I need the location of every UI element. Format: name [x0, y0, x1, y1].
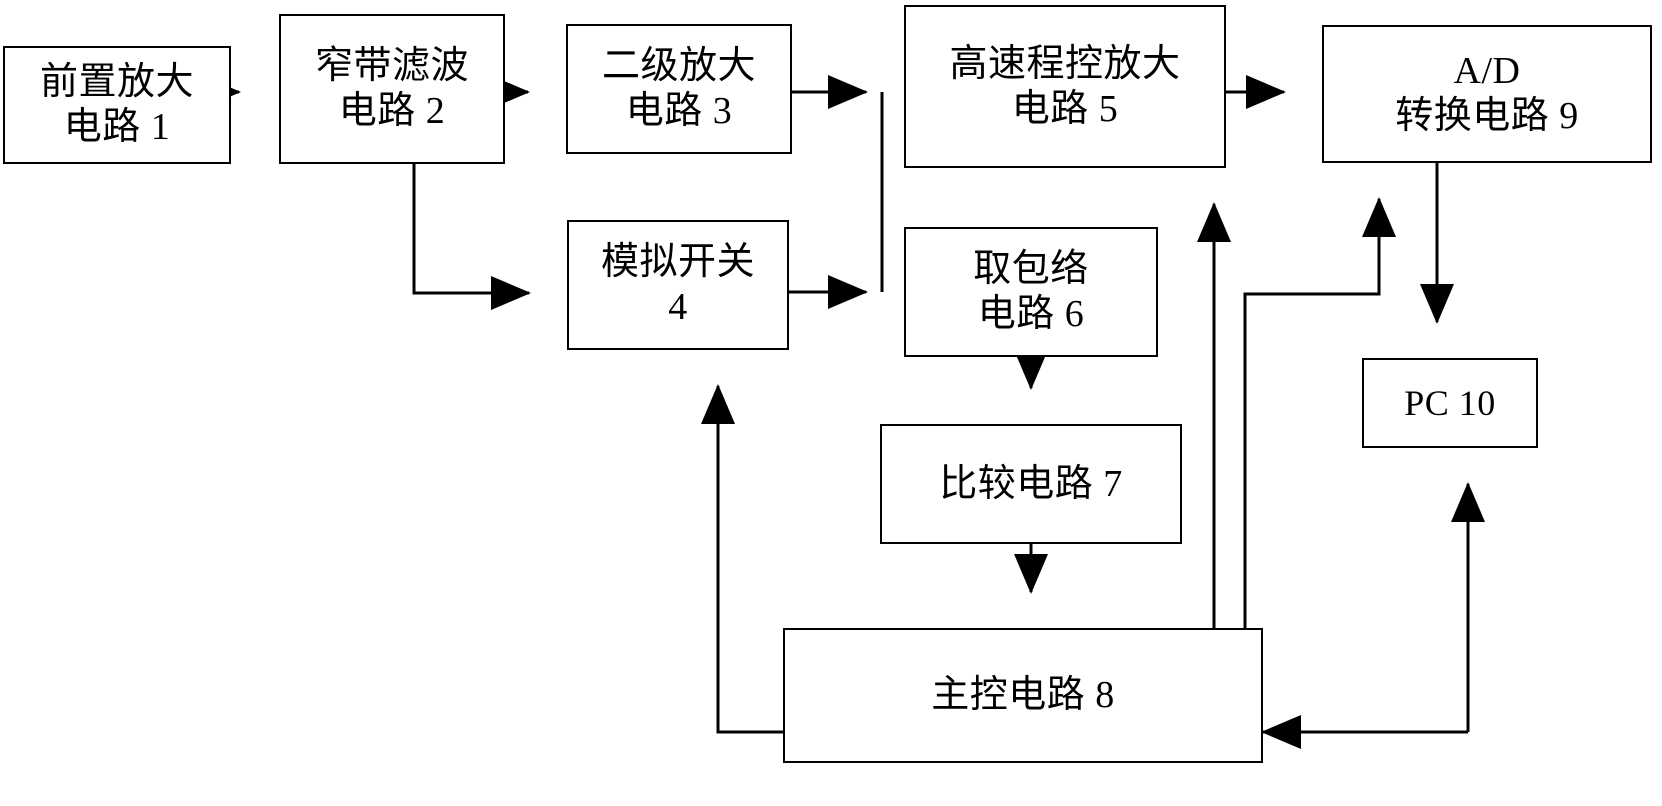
wire-filter-to-analog-switch	[412, 164, 531, 310]
wire-main-control-to-analog-switch	[701, 384, 783, 734]
block-label-8: 主控电路 8	[931, 674, 1115, 717]
block-label-6: 取包络 电路 6	[973, 248, 1089, 335]
block-second-stage-amplifier-circuit[interactable]: 二级放大 电路 3	[566, 24, 792, 154]
block-label-10: PC 10	[1404, 382, 1496, 423]
block-envelope-detection-circuit[interactable]: 取包络 电路 6	[904, 227, 1158, 357]
block-label-4: 模拟开关 4	[600, 241, 755, 328]
block-label-1: 前置放大 电路 1	[39, 61, 194, 148]
block-ad-conversion-circuit[interactable]: A/D 转换电路 9	[1322, 25, 1652, 163]
wire-main-control-to-ad	[1243, 197, 1396, 628]
block-preamplifier-circuit[interactable]: 前置放大 电路 1	[3, 46, 231, 164]
block-narrowband-filter-circuit[interactable]: 窄带滤波 电路 2	[279, 14, 505, 164]
block-main-control-circuit[interactable]: 主控电路 8	[783, 628, 1263, 763]
block-pc-terminal[interactable]: PC 10	[1362, 358, 1538, 448]
block-analog-switch[interactable]: 模拟开关 4	[567, 220, 789, 350]
block-high-speed-programmable-amp[interactable]: 高速程控放大 电路 5	[904, 5, 1226, 168]
block-label-2: 窄带滤波 电路 2	[314, 45, 469, 132]
block-label-9: A/D 转换电路 9	[1395, 50, 1579, 137]
block-label-5: 高速程控放大 电路 5	[949, 42, 1181, 130]
block-label-7: 比较电路 7	[939, 462, 1123, 505]
block-label-3: 二级放大 电路 3	[601, 45, 756, 132]
block-comparator-circuit[interactable]: 比较电路 7	[880, 424, 1182, 544]
